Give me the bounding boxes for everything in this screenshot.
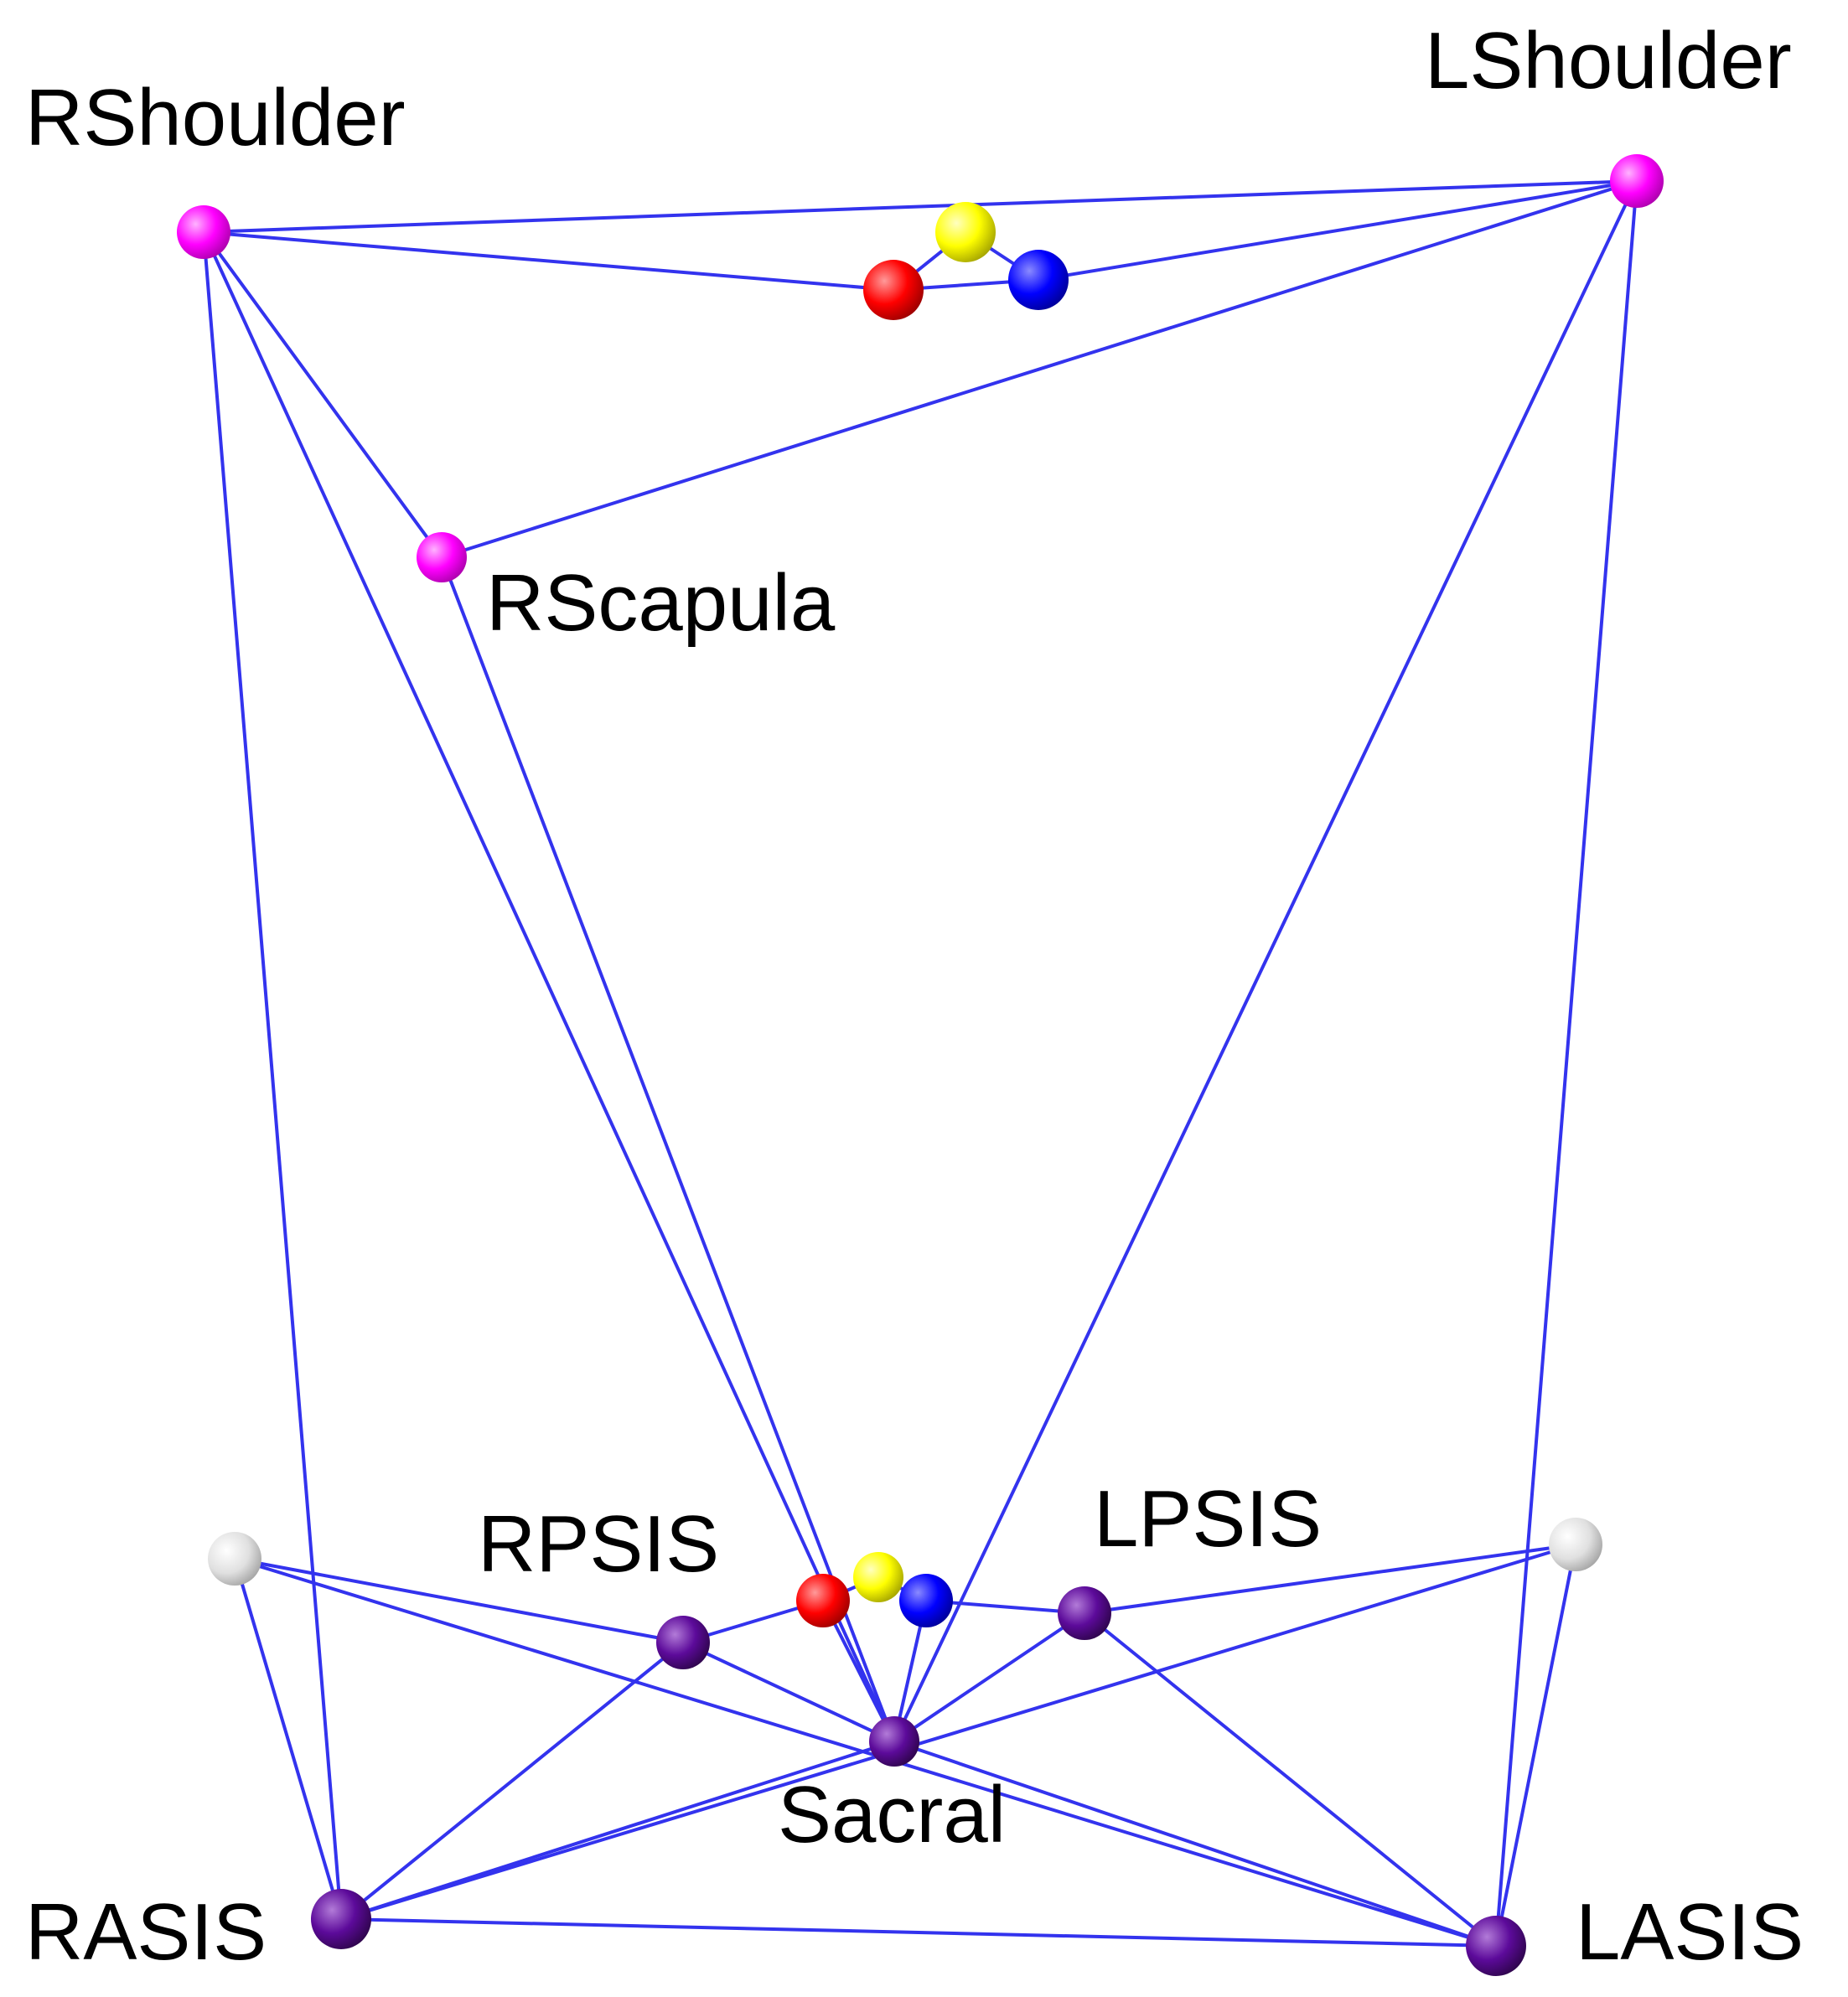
connection-rasis-lasis <box>340 1917 1497 1948</box>
connection-rshoulder-lshoulder <box>203 179 1638 234</box>
label-rasis: RASIS <box>25 1887 267 1977</box>
connection-rshoulder-rscapula <box>202 230 443 559</box>
marker-rscapula <box>417 532 467 582</box>
connection-rwhite-rpsis <box>234 1557 684 1644</box>
marker-rwhite <box>208 1532 261 1586</box>
marker-lpsis <box>1058 1586 1111 1640</box>
connection-lasis-sacral <box>893 1740 1497 1948</box>
marker-points <box>177 154 1664 1976</box>
marker-rasis <box>311 1889 371 1949</box>
connection-rscapula-sacral <box>440 556 896 1742</box>
connection-lshoulder-rscapula <box>441 179 1638 559</box>
connection-rpsis-rasis <box>339 1641 685 1921</box>
label-sacral: Sacral <box>778 1770 1006 1860</box>
marker-rshoulder <box>177 205 230 259</box>
marker-lasis <box>1466 1916 1526 1976</box>
connection-lwhite-lpsis <box>1084 1543 1576 1615</box>
marker-thorax-y <box>935 202 996 262</box>
label-rshoulder: RShoulder <box>25 73 406 163</box>
connection-rpsis-sacral <box>682 1641 895 1743</box>
label-lpsis: LPSIS <box>1094 1474 1322 1564</box>
marker-pelvis-y <box>853 1552 903 1602</box>
marker-lshoulder <box>1610 154 1664 208</box>
marker-pelvis-z <box>899 1574 953 1627</box>
connection-thorax-z-lshoulder <box>1038 179 1638 282</box>
connection-lwhite-lasis <box>1494 1544 1577 1947</box>
connection-rshoulder-sacral <box>202 231 896 1742</box>
connection-lwhite-rasis <box>340 1543 1576 1921</box>
connection-lpsis-lasis <box>1083 1612 1498 1948</box>
connection-lshoulder-sacral <box>893 180 1638 1742</box>
label-rscapula: RScapula <box>486 558 836 648</box>
marker-lwhite <box>1549 1518 1602 1571</box>
connection-lines <box>202 179 1638 1948</box>
marker-sacral <box>869 1716 919 1767</box>
marker-thorax-z <box>1008 250 1069 310</box>
connection-lshoulder-lasis <box>1494 180 1638 1947</box>
marker-thorax-x <box>863 260 924 320</box>
connection-rshoulder-thorax-x <box>203 230 894 292</box>
label-lshoulder: LShoulder <box>1425 16 1792 106</box>
marker-rpsis <box>656 1616 710 1669</box>
connection-rshoulder-rasis <box>202 231 343 1920</box>
connection-rasis-sacral <box>340 1740 895 1921</box>
marker-pelvis-x <box>796 1574 850 1627</box>
connection-lpsis-sacral <box>893 1612 1086 1743</box>
connection-rwhite-rasis <box>233 1558 343 1920</box>
marker-labels: RShoulder LShoulder RScapula RPSIS LPSIS… <box>25 16 1804 1977</box>
label-rpsis: RPSIS <box>478 1499 719 1589</box>
label-lasis: LASIS <box>1576 1887 1804 1977</box>
